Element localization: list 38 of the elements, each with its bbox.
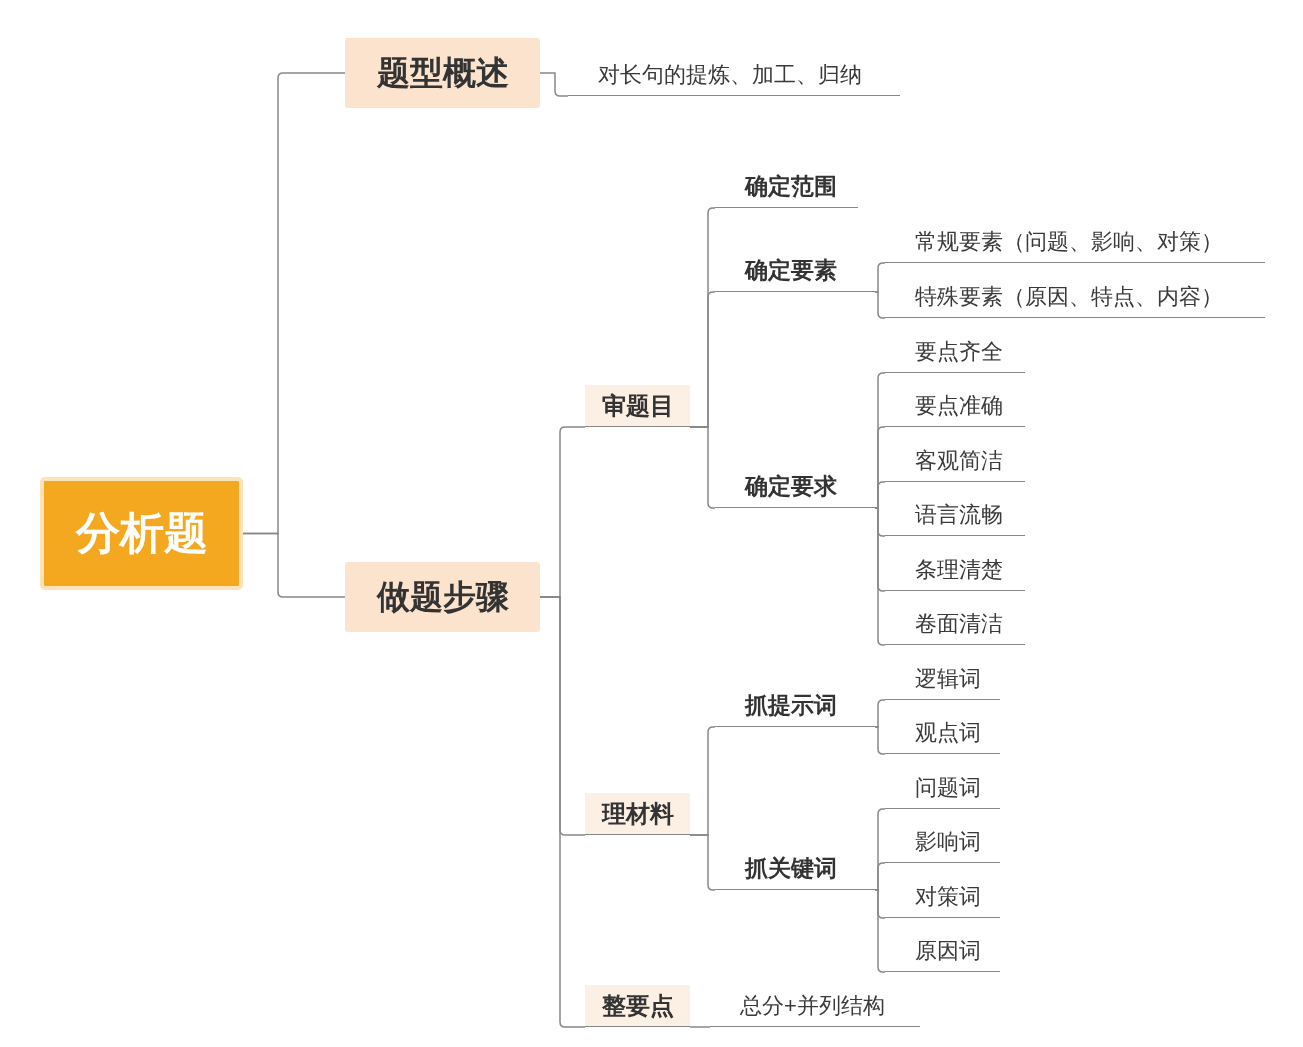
underlined-topic: 卷面清洁 <box>885 605 1025 645</box>
underlined-topic: 确定要素 <box>715 252 875 292</box>
underlined-topic: 要点齐全 <box>885 333 1025 373</box>
connector-line <box>689 1026 711 1028</box>
underlined-topic: 逻辑词 <box>885 660 1000 700</box>
underlined-topic: 影响词 <box>885 823 1000 863</box>
underlined-topic: 确定要求 <box>715 468 875 508</box>
underlined-topic: 抓提示词 <box>715 687 875 727</box>
connector-line <box>874 507 886 646</box>
subtopic-box: 审题目 <box>585 385 690 427</box>
connector-line <box>242 532 346 598</box>
underlined-topic: 观点词 <box>885 714 1000 754</box>
connector-line <box>874 889 886 973</box>
underlined-topic: 要点准确 <box>885 387 1025 427</box>
connector-line <box>874 862 886 891</box>
root-topic-box: 分析题 <box>40 477 243 590</box>
underlined-topic: 抓关键词 <box>715 850 875 890</box>
underlined-topic: 总分+并列结构 <box>710 987 920 1027</box>
underlined-topic: 确定范围 <box>715 168 858 208</box>
connector-line <box>874 291 886 319</box>
underlined-topic: 语言流畅 <box>885 496 1025 536</box>
connector-line <box>874 699 886 728</box>
subtopic-box: 理材料 <box>585 793 690 835</box>
connector-line <box>874 726 886 755</box>
connector-line <box>539 596 586 1028</box>
connector-line <box>874 481 886 509</box>
underlined-topic: 客观简洁 <box>885 442 1025 482</box>
underlined-topic: 问题词 <box>885 769 1000 809</box>
underlined-topic: 对长句的提炼、加工、归纳 <box>568 56 900 96</box>
topic-box: 题型概述 <box>345 38 540 108</box>
underlined-topic: 原因词 <box>885 932 1000 972</box>
underlined-topic: 常规要素（问题、影响、对策） <box>885 223 1265 263</box>
underlined-topic: 条理清楚 <box>885 551 1025 591</box>
connector-line <box>539 72 569 97</box>
underlined-topic: 特殊要素（原因、特点、内容） <box>885 278 1265 318</box>
underlined-topic: 对策词 <box>885 878 1000 918</box>
topic-box: 做题步骤 <box>345 562 540 632</box>
subtopic-box: 整要点 <box>585 985 690 1027</box>
